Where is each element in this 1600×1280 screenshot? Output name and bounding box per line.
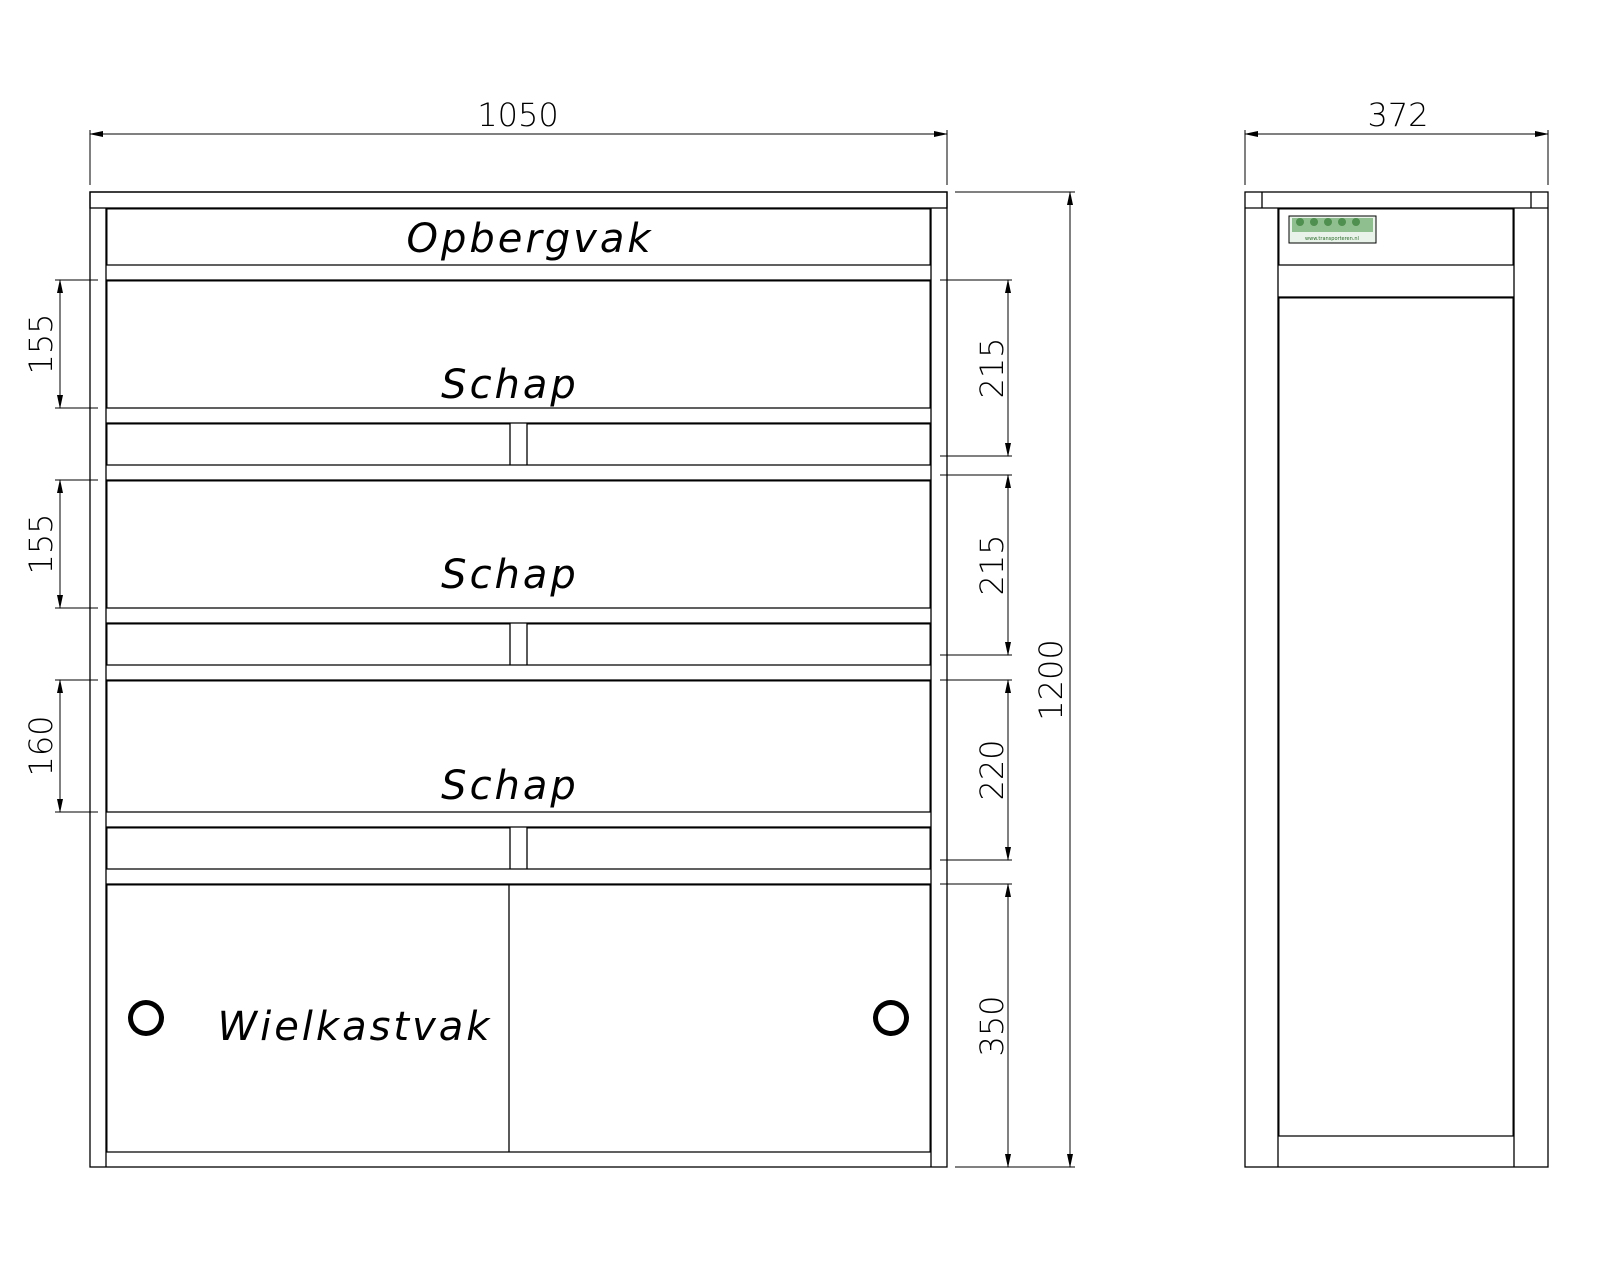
wheel-label: Wielkastvak <box>218 1004 493 1050</box>
right-dim-1: 215 <box>940 279 1012 457</box>
side-view: www.transporteren.nl 372 <box>1244 96 1549 1168</box>
shelf-3-label: Schap <box>441 763 579 809</box>
front-view: Opbergvak Schap Schap Schap Wielkastvak … <box>22 96 1075 1168</box>
rail-2-left <box>106 623 511 666</box>
wheel-compartment-right <box>508 884 931 1153</box>
rail-3-left <box>106 827 511 870</box>
rail-1-left <box>106 423 511 466</box>
shelf-2-label: Schap <box>441 552 579 598</box>
width-dimension: 1050 <box>89 96 948 185</box>
right-dim-1-text: 215 <box>973 337 1011 398</box>
left-dim-1: 155 <box>22 279 98 409</box>
width-dim-text: 1050 <box>477 96 558 134</box>
right-dim-2-text: 215 <box>973 534 1011 595</box>
shelf-1-label: Schap <box>441 362 579 408</box>
height-dimension: 1200 <box>955 191 1075 1168</box>
side-main-panel <box>1278 297 1514 1137</box>
right-dim-3: 220 <box>940 679 1012 861</box>
hole-right <box>873 1000 909 1036</box>
side-width-dim-text: 372 <box>1367 96 1428 134</box>
logo: www.transporteren.nl <box>1288 215 1377 244</box>
right-dim-2: 215 <box>940 474 1012 656</box>
hole-left <box>128 1000 164 1036</box>
left-dim-1-text: 155 <box>22 313 60 374</box>
rail-2-right <box>526 623 931 666</box>
left-dim-3-text: 160 <box>22 715 60 776</box>
right-dim-3-text: 220 <box>973 739 1011 800</box>
side-width-dimension: 372 <box>1244 96 1549 185</box>
right-dim-4-text: 350 <box>973 995 1011 1056</box>
side-outline <box>1244 191 1549 1168</box>
right-dim-4: 350 <box>940 883 1012 1168</box>
left-dim-2-text: 155 <box>22 513 60 574</box>
left-dim-2: 155 <box>22 479 98 609</box>
top-plate <box>89 191 948 209</box>
rail-1-right <box>526 423 931 466</box>
logo-text: www.transporteren.nl <box>1305 236 1359 242</box>
storage-label: Opbergvak <box>406 216 653 262</box>
height-dim-text: 1200 <box>1032 639 1070 720</box>
rail-3-right <box>526 827 931 870</box>
left-dim-3: 160 <box>22 679 98 813</box>
